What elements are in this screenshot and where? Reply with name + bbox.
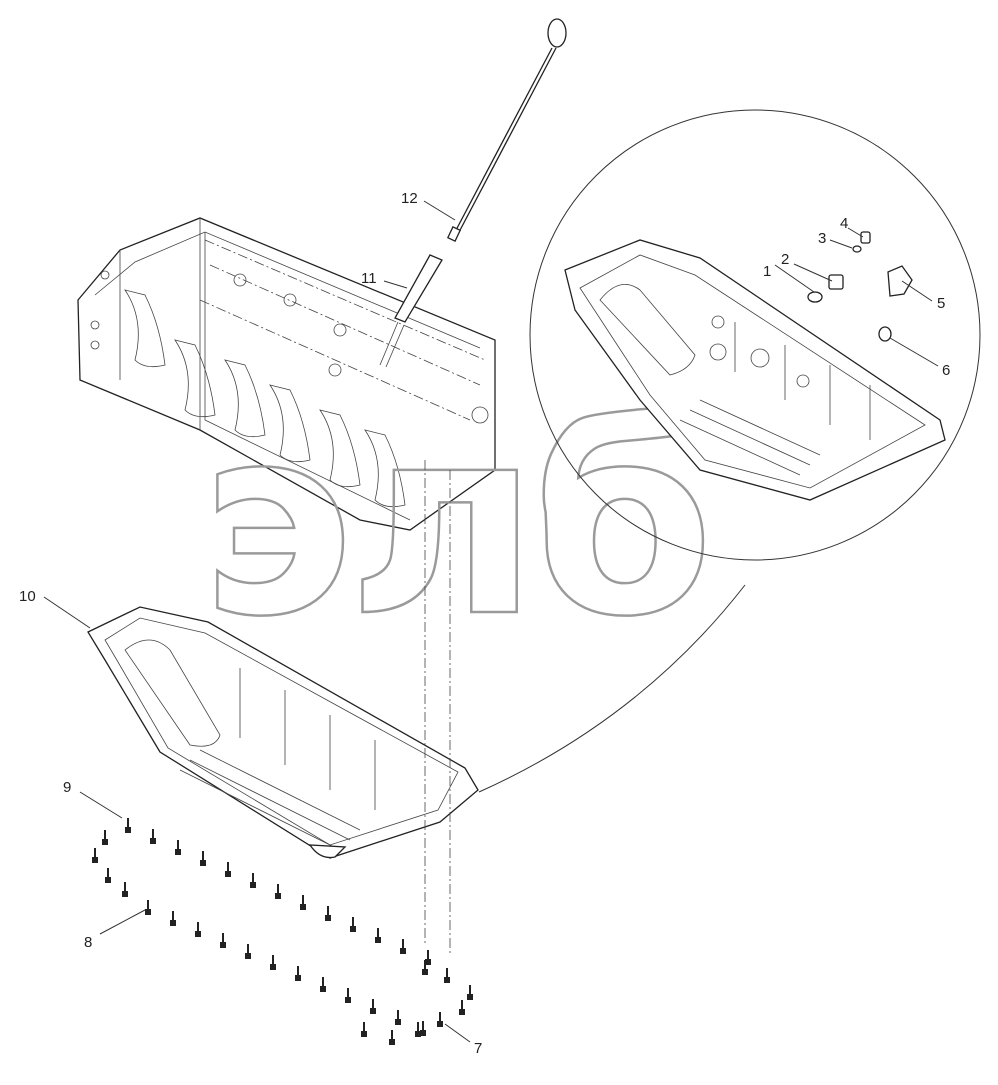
leader-lines: [43, 200, 939, 1043]
pan-bolts: [92, 818, 473, 1045]
bolt: [270, 955, 276, 970]
callout-12: 12: [401, 190, 418, 207]
callout-9: 9: [63, 779, 71, 796]
detail-small-parts: [807, 231, 913, 342]
callout-7: 7: [474, 1040, 482, 1057]
detail-oil-pan: [564, 239, 946, 501]
dipstick: [446, 18, 567, 242]
crank-webs: [124, 289, 406, 508]
bolt: [425, 950, 431, 965]
bolt: [245, 944, 251, 959]
bolt: [225, 862, 231, 877]
dipstick-tube: [379, 254, 443, 368]
bolt: [389, 1030, 395, 1045]
callout-10: 10: [19, 588, 36, 605]
bolt: [395, 1010, 401, 1025]
bolt: [295, 966, 301, 981]
bolt: [175, 840, 181, 855]
block-bolt-holes: [90, 270, 489, 424]
bolt: [150, 829, 156, 844]
bolt: [195, 922, 201, 937]
engine-block: [77, 217, 496, 531]
watermark: элб ™: [199, 371, 743, 676]
bolt: [320, 977, 326, 992]
bolt: [300, 895, 306, 910]
svg-text:элб: элб: [200, 372, 708, 674]
callout-2: 2: [781, 251, 789, 268]
oil-pan: [87, 606, 479, 859]
callout-1: 1: [763, 263, 771, 280]
bolt: [415, 1022, 421, 1037]
bolt: [420, 1021, 426, 1036]
callout-3: 3: [818, 230, 826, 247]
bolt: [170, 911, 176, 926]
bolt: [220, 933, 226, 948]
bolt: [200, 851, 206, 866]
callout-6: 6: [942, 362, 950, 379]
bolt: [459, 1000, 465, 1015]
bolt: [102, 830, 108, 845]
bolt: [437, 1012, 443, 1027]
bolt: [422, 960, 428, 975]
detail-view: [478, 109, 981, 793]
bolt: [122, 882, 128, 897]
bolt: [250, 873, 256, 888]
callout-4: 4: [840, 215, 848, 232]
alignment-lines: [424, 460, 451, 955]
callout-8: 8: [84, 934, 92, 951]
bolt: [275, 884, 281, 899]
bolt: [467, 985, 473, 1000]
bolt: [92, 848, 98, 863]
bolt: [325, 906, 331, 921]
callouts: 1 2 3 4 5 6 7 8 9 10 11 12: [19, 190, 950, 1057]
bolt: [370, 999, 376, 1014]
callout-5: 5: [937, 295, 945, 312]
bolt: [444, 968, 450, 983]
bolt: [400, 939, 406, 954]
bolt: [375, 928, 381, 943]
bolt: [350, 917, 356, 932]
bolt: [361, 1022, 367, 1037]
callout-11: 11: [361, 270, 377, 287]
bolt: [125, 818, 131, 833]
bolt: [145, 900, 151, 915]
bolt: [345, 988, 351, 1003]
bolt: [105, 868, 111, 883]
